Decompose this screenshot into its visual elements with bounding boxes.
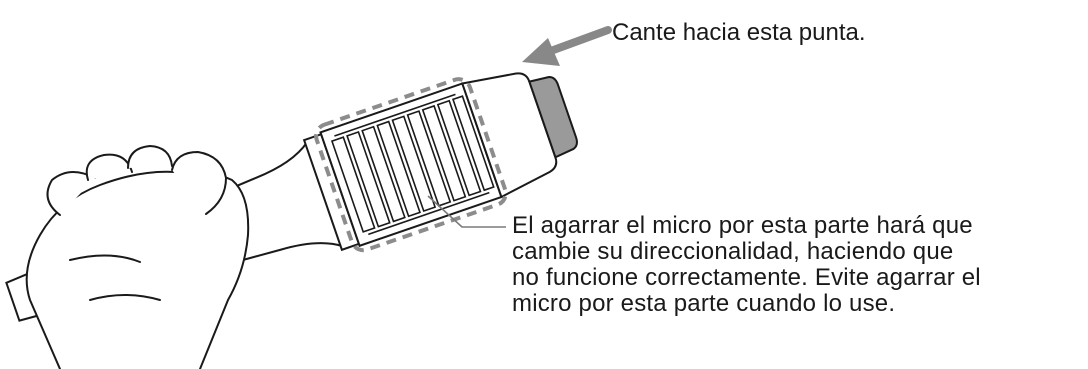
hand-finger-1	[46, 171, 96, 216]
hand-finger-2	[85, 153, 133, 181]
warning-line: no funcione correctamente. Evite agarrar…	[512, 264, 981, 291]
microphone-tip	[528, 75, 578, 159]
hand	[25, 145, 250, 369]
hand-crease	[69, 254, 161, 301]
grip-warning-zone	[314, 77, 508, 253]
grille-ribs	[330, 93, 495, 236]
warning-leader-line	[427, 195, 506, 228]
sing-direction-callout: Cante hacia esta punta.	[612, 19, 866, 46]
hand-palm	[25, 170, 250, 369]
hand-thumb	[171, 151, 227, 215]
warning-line: micro por esta parte cuando lo use.	[512, 290, 896, 317]
warning-line: El agarrar el micro por esta parte hará …	[512, 212, 973, 239]
warning-line: cambie su direccionalidad, haciendo que	[512, 238, 954, 265]
hand-finger-3	[127, 145, 173, 169]
direction-arrow	[522, 26, 612, 66]
grip-warning-callout: El agarrar el micro por esta parte hará …	[512, 213, 1078, 317]
